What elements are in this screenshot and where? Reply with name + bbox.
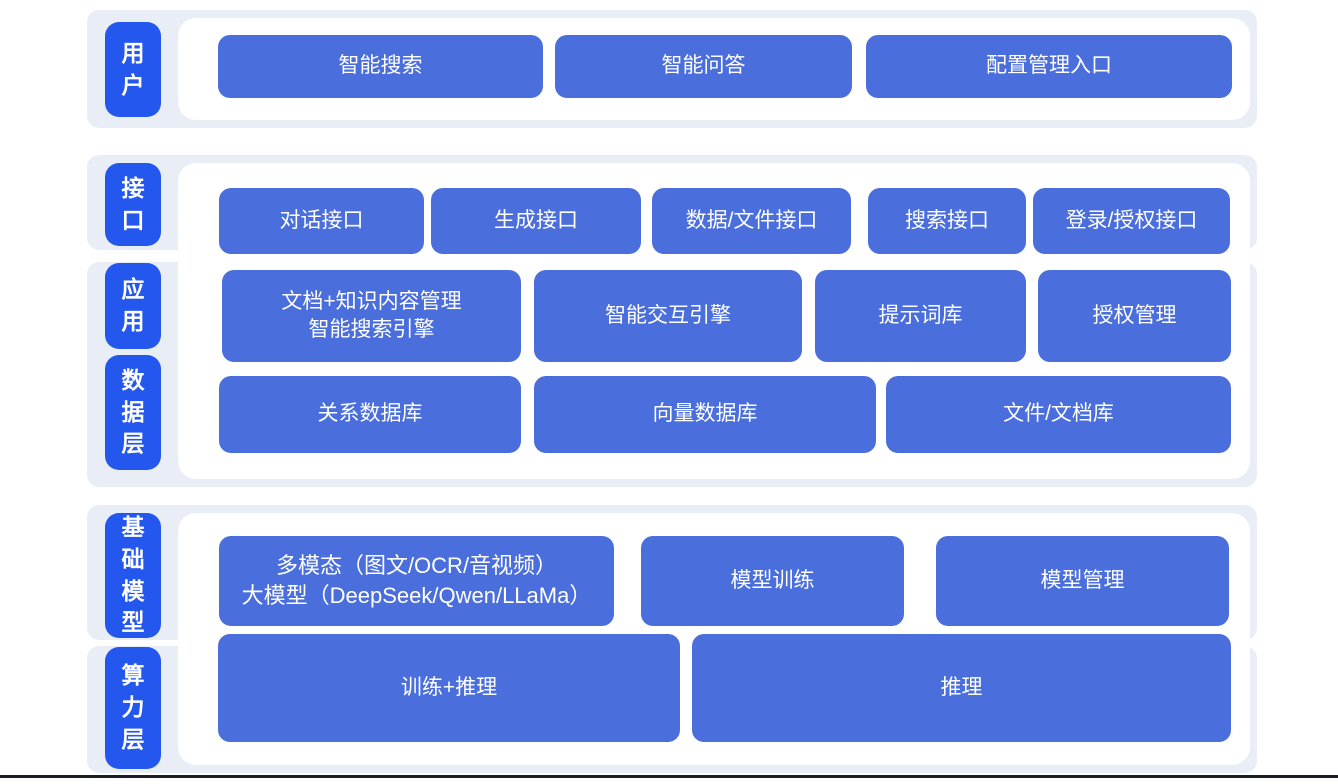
layer-label-foundation-model: 基础模型: [105, 513, 161, 638]
block-relational-db: 关系数据库: [219, 376, 521, 453]
block-prompt-library: 提示词库: [815, 270, 1026, 362]
block-training-inference: 训练+推理: [218, 634, 680, 742]
block-interactive-engine: 智能交互引擎: [534, 270, 802, 362]
block-smart-qa: 智能问答: [555, 35, 852, 98]
layer-label-interface: 接口: [105, 163, 161, 246]
block-config-management-entry: 配置管理入口: [866, 35, 1232, 98]
block-data-file-api: 数据/文件接口: [652, 188, 851, 254]
block-model-training: 模型训练: [641, 536, 904, 626]
layer-label-application: 应用: [105, 263, 161, 349]
block-vector-db: 向量数据库: [534, 376, 876, 453]
block-multimodal-llm: 多模态（图文/OCR/音视频） 大模型（DeepSeek/Qwen/LLaMa）: [219, 536, 614, 626]
block-search-api: 搜索接口: [868, 188, 1026, 254]
block-dialog-api: 对话接口: [219, 188, 424, 254]
block-doc-knowledge-search-engine: 文档+知识内容管理 智能搜索引擎: [222, 270, 521, 362]
layer-label-user: 用户: [105, 22, 161, 117]
block-inference: 推理: [692, 634, 1231, 742]
layer-label-compute: 算力层: [105, 647, 161, 769]
block-model-management: 模型管理: [936, 536, 1229, 626]
layer-label-data: 数据层: [105, 355, 161, 470]
block-smart-search: 智能搜索: [218, 35, 543, 98]
block-generation-api: 生成接口: [431, 188, 641, 254]
block-file-doc-store: 文件/文档库: [886, 376, 1231, 453]
block-login-auth-api: 登录/授权接口: [1033, 188, 1230, 254]
block-auth-management: 授权管理: [1038, 270, 1231, 362]
bottom-rule: [0, 775, 1338, 778]
